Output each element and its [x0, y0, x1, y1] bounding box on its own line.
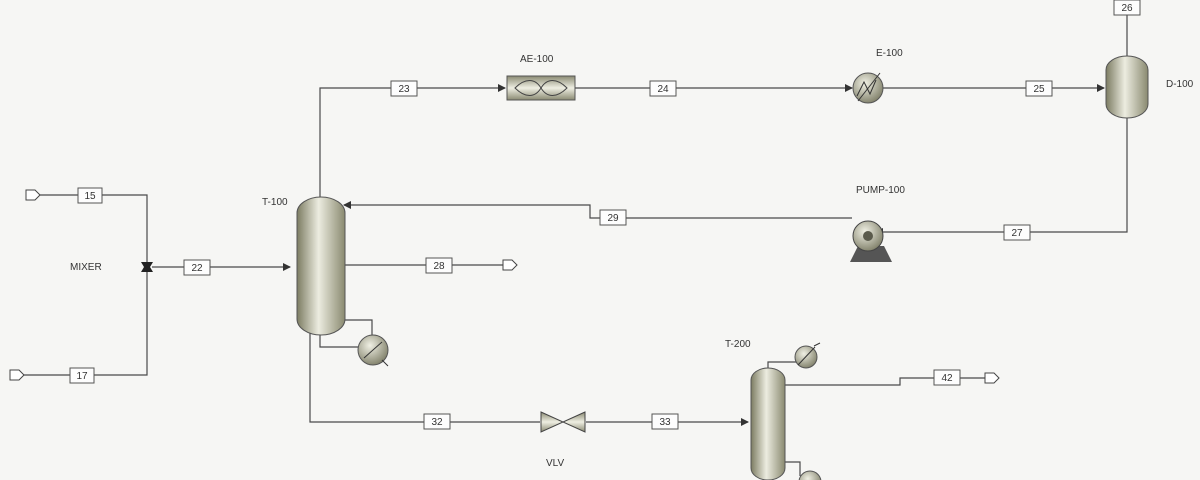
- product-arrow-42-icon[interactable]: [984, 372, 1000, 384]
- drum-d100-icon[interactable]: [1105, 55, 1149, 119]
- stream-label-33: 33: [659, 417, 671, 428]
- heat-exchanger-e100-icon[interactable]: [852, 72, 884, 104]
- reboiler-return-line: [345, 319, 373, 338]
- stream-label-15: 15: [84, 191, 96, 202]
- drum-d100-label: D-100: [1166, 79, 1194, 90]
- reboiler-feed-line: [319, 332, 358, 348]
- stream-23-line: [319, 84, 506, 200]
- stream-box-27[interactable]: 27: [1003, 224, 1031, 241]
- mixer-icon[interactable]: [141, 262, 153, 272]
- feed-arrow-15-icon[interactable]: [25, 189, 41, 201]
- stream-box-42[interactable]: 42: [933, 369, 961, 386]
- stream-32-line: [309, 332, 540, 423]
- stream-box-28[interactable]: 28: [425, 257, 453, 274]
- stream-label-22: 22: [191, 263, 203, 274]
- stream-label-25: 25: [1033, 84, 1045, 95]
- stream-label-17: 17: [76, 371, 88, 382]
- air-cooler-ae100-icon[interactable]: [506, 75, 576, 101]
- stream-label-27: 27: [1011, 228, 1023, 239]
- stream-17-line: [22, 272, 148, 376]
- reboiler-t200-icon[interactable]: [798, 470, 822, 480]
- valve-vlv-label: VLV: [546, 458, 564, 469]
- mixer-label: MIXER: [70, 262, 102, 273]
- heat-exchanger-e100-label: E-100: [876, 48, 903, 59]
- condenser-t200-icon[interactable]: [794, 342, 821, 369]
- t200-reboiler-line: [785, 461, 801, 476]
- stream-label-23: 23: [398, 84, 410, 95]
- stream-box-17[interactable]: 17: [69, 367, 95, 384]
- stream-label-28: 28: [433, 261, 445, 272]
- stream-box-26[interactable]: 26: [1113, 0, 1141, 16]
- stream-29-line: [343, 201, 852, 219]
- stream-box-25[interactable]: 25: [1025, 80, 1053, 97]
- valve-vlv-icon[interactable]: [540, 411, 586, 433]
- stream-label-26: 26: [1121, 3, 1133, 14]
- stream-label-42: 42: [941, 373, 953, 384]
- stream-box-32[interactable]: 32: [423, 413, 451, 430]
- stream-label-29: 29: [607, 213, 619, 224]
- reboiler-t100-icon[interactable]: [357, 334, 389, 367]
- feed-arrow-17-icon[interactable]: [9, 369, 25, 381]
- stream-box-23[interactable]: 23: [390, 80, 418, 97]
- column-t200-label: T-200: [725, 339, 751, 350]
- column-t100-label: T-100: [262, 197, 288, 208]
- stream-27-line: [875, 118, 1128, 236]
- stream-box-24[interactable]: 24: [649, 80, 677, 97]
- stream-box-33[interactable]: 33: [651, 413, 679, 430]
- stream-box-29[interactable]: 29: [599, 209, 627, 226]
- stream-label-32: 32: [431, 417, 443, 428]
- stream-box-15[interactable]: 15: [77, 187, 103, 204]
- pump-100-icon[interactable]: [850, 220, 892, 262]
- pump-100-label: PUMP-100: [856, 185, 905, 196]
- stream-15-line: [40, 194, 148, 262]
- column-t100-icon[interactable]: [296, 196, 346, 336]
- air-cooler-ae100-label: AE-100: [520, 54, 554, 65]
- stream-label-24: 24: [657, 84, 669, 95]
- stream-box-22[interactable]: 22: [183, 259, 211, 276]
- column-t200-icon[interactable]: [750, 367, 786, 480]
- product-arrow-28-icon[interactable]: [502, 259, 518, 271]
